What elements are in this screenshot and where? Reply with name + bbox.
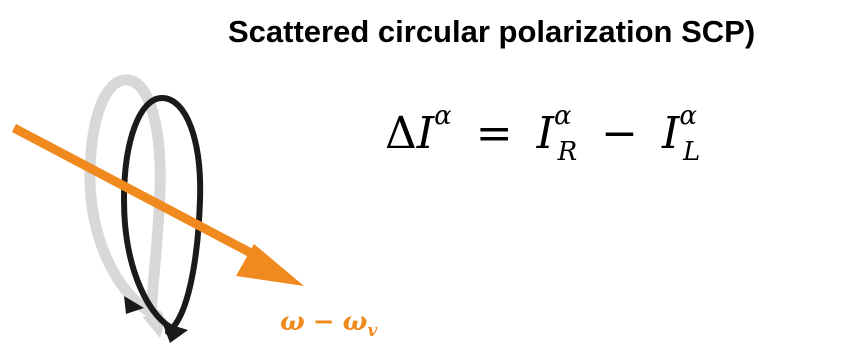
scattered-frequency-label: ω−ωv	[280, 309, 377, 335]
delta-symbol: Δ	[385, 108, 417, 159]
left-intensity: I	[662, 108, 679, 159]
omega-symbol: ω	[280, 307, 305, 337]
lhs-superscript: α	[434, 101, 452, 131]
scp-equation: ΔIα = IαR − IαL	[385, 112, 700, 156]
right-subscript: R	[558, 137, 578, 167]
right-intensity: I	[537, 108, 554, 159]
left-subscript: L	[683, 137, 700, 167]
left-superscript: α	[679, 101, 697, 131]
right-superscript: α	[554, 101, 572, 131]
lhs-intensity: I	[417, 108, 434, 159]
vibrational-subscript: v	[367, 321, 377, 341]
omega-vibrational-symbol: ω	[343, 307, 368, 337]
minus-sign: −	[601, 108, 638, 159]
frequency-minus: −	[313, 307, 335, 337]
equals-sign: =	[476, 108, 513, 159]
incident-beam-line	[14, 128, 268, 262]
